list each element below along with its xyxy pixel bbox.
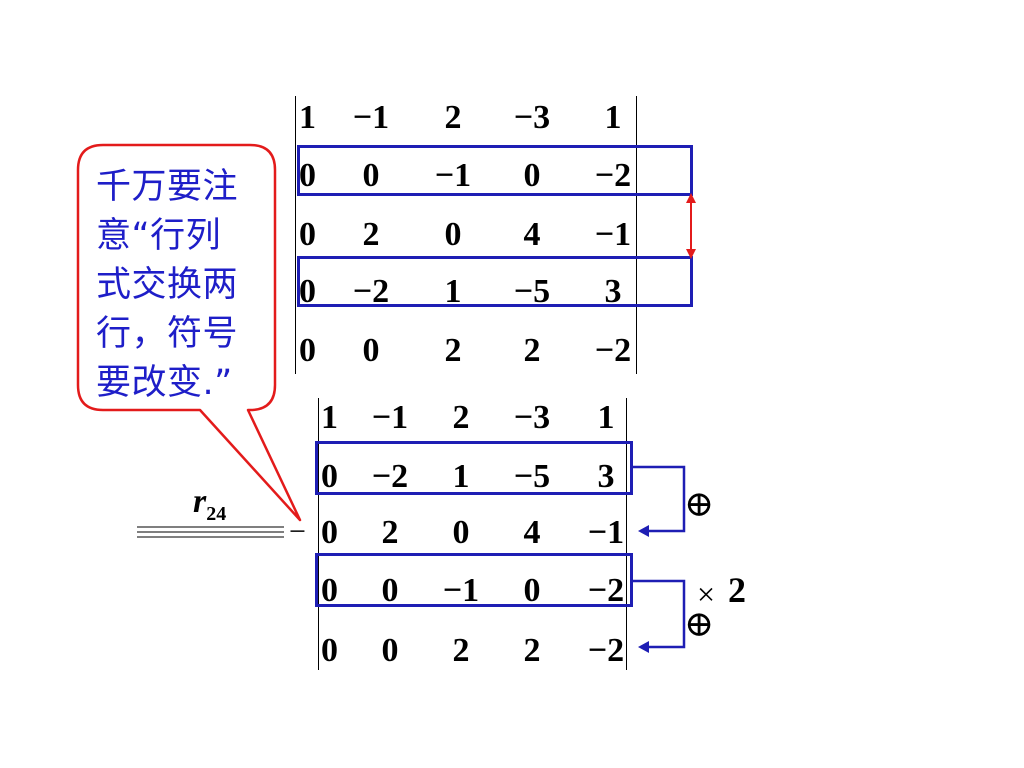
matrix-entry: 2 xyxy=(523,632,541,669)
row-swap-label: r24 xyxy=(193,483,226,526)
matrix-entry: 1 xyxy=(299,99,316,136)
highlight-box-row2 xyxy=(315,441,633,495)
matrix-entry: −1 xyxy=(594,216,632,253)
det-bar-right xyxy=(626,398,627,670)
matrix-entry: −2 xyxy=(594,157,632,194)
callout-text: 千万要注 意“行列 式交换两 行，符号 要改变.” xyxy=(96,163,264,408)
times-symbol: × xyxy=(697,576,716,612)
matrix-entry: 0 xyxy=(299,332,316,369)
matrix-entry: 2 xyxy=(452,632,470,669)
row-swap-r: r xyxy=(193,483,207,520)
matrix-entry: 0 xyxy=(381,632,399,669)
matrix-entry: −1 xyxy=(371,399,409,436)
callout-line: 意“行列 xyxy=(96,216,222,256)
matrix-entry: −1 xyxy=(442,572,480,609)
determinant-bottom xyxy=(318,398,630,670)
matrix-entry: 0 xyxy=(299,216,316,253)
row-add-arrows xyxy=(633,465,686,653)
matrix-entry: 4 xyxy=(523,514,541,551)
matrix-entry: 3 xyxy=(597,458,615,495)
matrix-entry: 0 xyxy=(321,572,338,609)
matrix-entry: −3 xyxy=(513,399,551,436)
swap-arrow xyxy=(686,193,696,259)
callout-line: 千万要注 xyxy=(96,167,239,207)
matrix-entry: 2 xyxy=(444,332,462,369)
highlight-box-row4 xyxy=(315,553,633,607)
matrix-entry: 0 xyxy=(321,514,338,551)
callout-line: 式交换两 xyxy=(96,265,239,305)
det-bar-left xyxy=(318,398,319,670)
matrix-entry: 1 xyxy=(604,99,622,136)
matrix-entry: 0 xyxy=(523,157,541,194)
matrix-entry: 0 xyxy=(362,332,380,369)
matrix-entry: 1 xyxy=(444,273,462,310)
matrix-entry: 0 xyxy=(299,157,316,194)
matrix-entry: 0 xyxy=(381,572,399,609)
matrix-entry: −1 xyxy=(434,157,472,194)
highlight-box-row2 xyxy=(297,145,693,196)
matrix-entry: 2 xyxy=(523,332,541,369)
matrix-entry: −2 xyxy=(371,458,409,495)
multiplier-value: 2 xyxy=(728,570,746,610)
matrix-entry: −1 xyxy=(352,99,390,136)
matrix-entry: 4 xyxy=(523,216,541,253)
minus-sign: − xyxy=(289,515,306,548)
matrix-entry: −5 xyxy=(513,273,551,310)
row-swap-index: 24 xyxy=(206,502,227,525)
matrix-entry: 1 xyxy=(321,399,338,436)
callout-shape xyxy=(76,143,302,522)
matrix-entry: −5 xyxy=(513,458,551,495)
det-bar-left xyxy=(295,96,296,374)
matrix-entry: 0 xyxy=(321,458,338,495)
matrix-entry: 1 xyxy=(597,399,615,436)
determinant-top xyxy=(295,96,640,374)
matrix-entry: 2 xyxy=(444,99,462,136)
matrix-entry: 0 xyxy=(321,632,338,669)
matrix-entry: −2 xyxy=(594,332,632,369)
callout-line: 要改变.” xyxy=(96,363,233,403)
matrix-entry: 2 xyxy=(452,399,470,436)
matrix-entry: 0 xyxy=(452,514,470,551)
matrix-entry: −3 xyxy=(513,99,551,136)
det-bar-right xyxy=(636,96,637,374)
matrix-entry: 0 xyxy=(444,216,462,253)
matrix-entry: 0 xyxy=(362,157,380,194)
circled-plus-symbol: ⊕ xyxy=(684,604,715,644)
matrix-entry: −2 xyxy=(587,572,625,609)
matrix-entry: 2 xyxy=(362,216,380,253)
matrix-entry: −1 xyxy=(587,514,625,551)
circled-plus-symbol: ⊕ xyxy=(684,484,715,524)
matrix-entry: 0 xyxy=(299,273,316,310)
matrix-entry: −2 xyxy=(587,632,625,669)
highlight-box-row4 xyxy=(297,256,693,307)
matrix-entry: 1 xyxy=(452,458,470,495)
matrix-entry: 2 xyxy=(381,514,399,551)
matrix-entry: 3 xyxy=(604,273,622,310)
callout-line: 行，符号 xyxy=(96,314,239,354)
matrix-entry: −2 xyxy=(352,273,390,310)
matrix-entry: 0 xyxy=(523,572,541,609)
